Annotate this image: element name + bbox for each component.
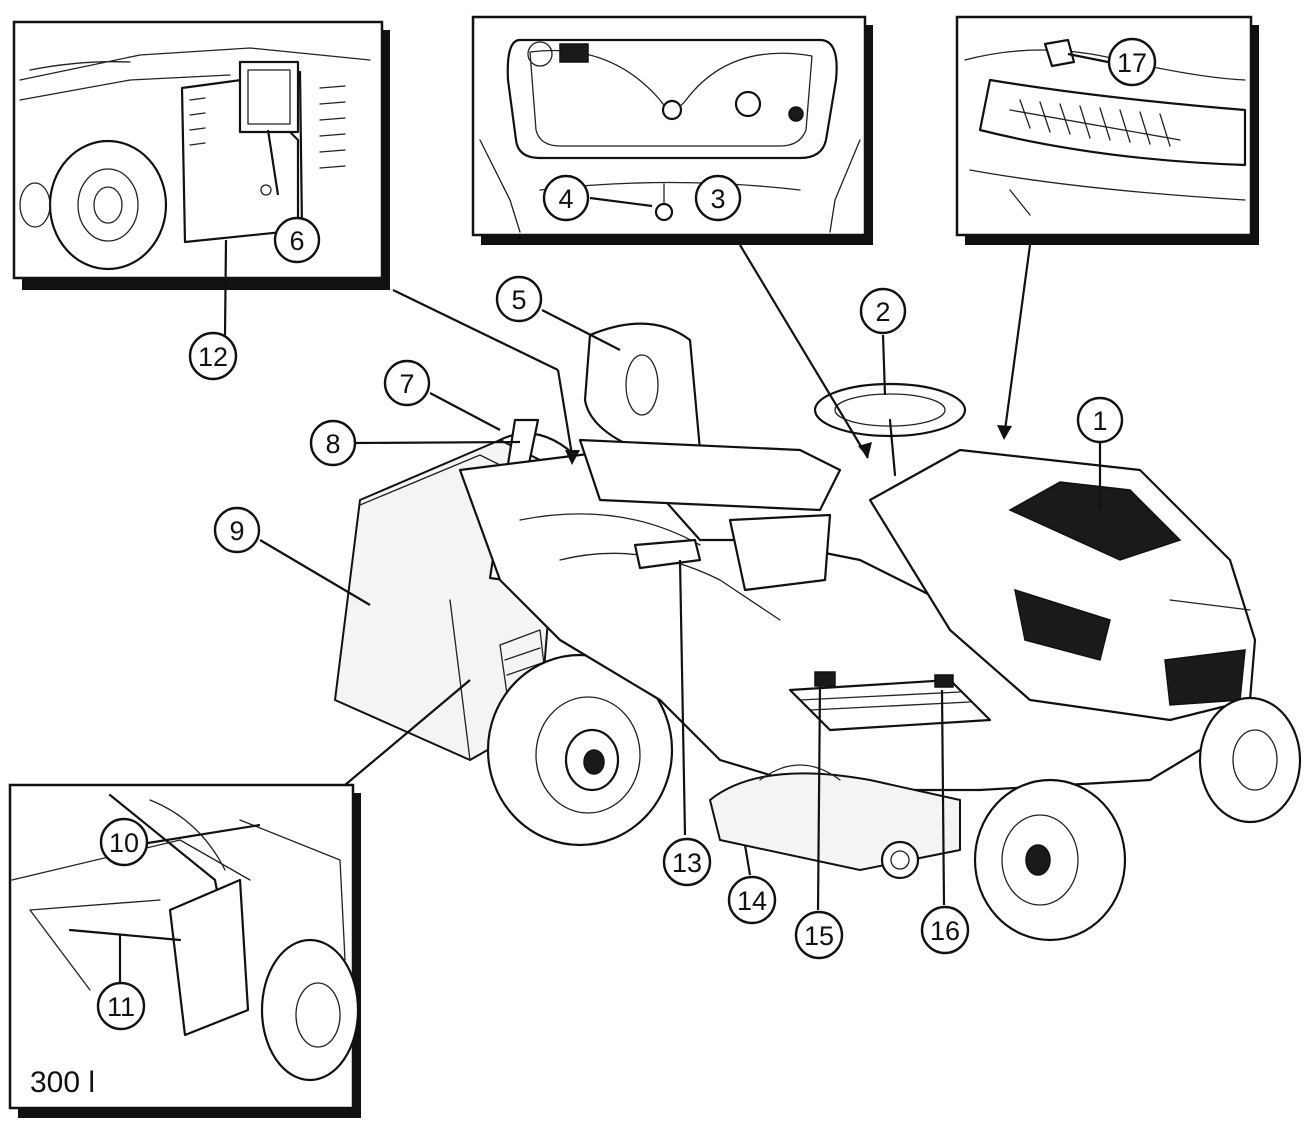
- callout-12: 12: [188, 331, 238, 381]
- callout-17: 17: [1107, 37, 1157, 87]
- side-grille: [1014, 588, 1111, 661]
- inset-dashboard: [471, 15, 873, 245]
- inset-flap: [238, 60, 300, 134]
- pedal-16: [934, 674, 954, 688]
- inset-hood-latch: [1043, 38, 1076, 68]
- engine-hood: [868, 448, 1257, 722]
- pedal-15: [814, 671, 836, 687]
- leader-6: [266, 129, 280, 196]
- variant-label: 300 l: [30, 1066, 95, 1099]
- svg-text:3: 3: [710, 184, 725, 214]
- leader-12-inset: [392, 289, 559, 371]
- svg-text:14: 14: [737, 886, 767, 916]
- leader-9: [259, 539, 371, 606]
- deck-roller: [880, 840, 920, 880]
- headlights: [1164, 649, 1246, 706]
- svg-text:7: 7: [399, 369, 414, 399]
- main-tractor-drawing: [334, 322, 1302, 942]
- svg-text:16: 16: [930, 916, 960, 946]
- inset-wheel: [48, 139, 168, 271]
- inset-dash-panel: [506, 38, 838, 160]
- inset-side-bracket: [168, 878, 250, 1037]
- svg-text:1: 1: [1092, 406, 1107, 436]
- seat-cushion: [578, 438, 842, 512]
- leader-5: [541, 309, 621, 351]
- callout-1: 1: [1076, 396, 1124, 444]
- svg-text:5: 5: [511, 285, 526, 315]
- leader-15: [816, 684, 822, 911]
- leader-inset-catcher: [344, 679, 471, 786]
- callout-10: 10: [99, 817, 149, 867]
- callout-16: 16: [920, 905, 970, 955]
- leader-17-inset: [1003, 244, 1032, 431]
- callout-6: 6: [273, 216, 321, 264]
- seat-back: [583, 322, 702, 452]
- inset-grille-housing: [978, 78, 1247, 167]
- inset-rear-panel: [12, 20, 390, 290]
- callout-11: 11: [96, 981, 146, 1031]
- inset-key-switch: [559, 43, 589, 63]
- svg-text:4: 4: [558, 184, 573, 214]
- svg-text:12: 12: [198, 342, 228, 372]
- svg-text:9: 9: [229, 516, 244, 546]
- svg-text:8: 8: [325, 429, 340, 459]
- hood-vent: [1008, 481, 1182, 561]
- leader-10: [147, 823, 261, 845]
- callout-4: 4: [542, 174, 590, 222]
- callout-15: 15: [794, 910, 844, 960]
- svg-text:13: 13: [672, 848, 702, 878]
- leader-8: [354, 440, 521, 445]
- callout-9: 9: [213, 506, 261, 554]
- callout-7: 7: [383, 359, 431, 407]
- leader-3-inset: [739, 244, 869, 459]
- leader-12: [223, 239, 228, 336]
- front-wheel-right: [1198, 696, 1302, 824]
- leader-7: [429, 392, 501, 431]
- cutting-height-lever: [633, 538, 702, 570]
- svg-text:15: 15: [804, 921, 834, 951]
- steering-wheel: [813, 382, 967, 438]
- leader-13: [678, 559, 687, 836]
- callout-3: 3: [694, 174, 742, 222]
- leader-16: [940, 689, 946, 906]
- callout-5: 5: [495, 275, 543, 323]
- inset-wheel: [260, 938, 360, 1082]
- svg-text:2: 2: [875, 297, 890, 327]
- leader-4: [589, 196, 653, 208]
- callout-2: 2: [859, 287, 907, 335]
- callout-14: 14: [727, 875, 777, 925]
- leader-12-inset-b: [556, 369, 574, 456]
- inset-hood-lever: [955, 15, 1259, 245]
- leader-17: [1067, 52, 1109, 64]
- leader-lines: [118, 52, 1109, 985]
- svg-text:17: 17: [1117, 48, 1147, 78]
- leader-2: [881, 334, 887, 396]
- leader-14: [743, 844, 752, 876]
- svg-text:10: 10: [109, 828, 139, 858]
- svg-text:11: 11: [107, 992, 135, 1022]
- svg-text:6: 6: [289, 226, 304, 256]
- callout-8: 8: [309, 419, 357, 467]
- inset-grass-catcher: [8, 783, 361, 1118]
- callout-13: 13: [662, 837, 712, 887]
